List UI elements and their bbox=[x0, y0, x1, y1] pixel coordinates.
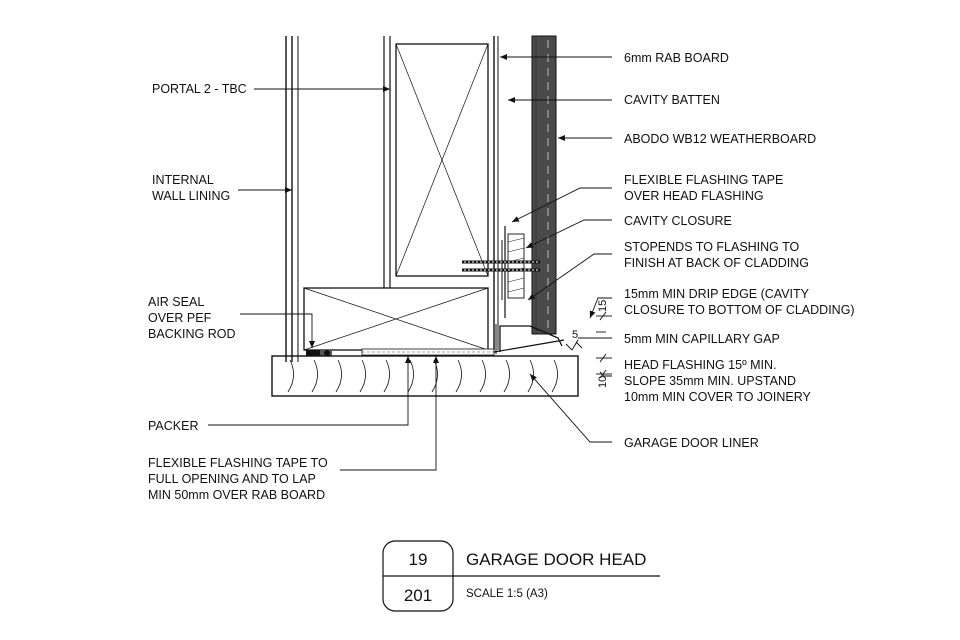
label-capillary-gap: 5mm MIN CAPILLARY GAP bbox=[624, 332, 780, 346]
air-seal bbox=[306, 350, 332, 356]
label-cavity-closure: CAVITY CLOSURE bbox=[624, 214, 732, 228]
label-flex-tape-head-1: FLEXIBLE FLASHING TAPE bbox=[624, 173, 783, 187]
weatherboard-cladding bbox=[531, 35, 557, 335]
fixing-nails bbox=[462, 260, 540, 272]
rab-board bbox=[493, 36, 499, 350]
dimension-10: 10 bbox=[597, 376, 609, 388]
sheet-number: 201 bbox=[404, 586, 432, 605]
label-cavity-batten: CAVITY BATTEN bbox=[624, 93, 720, 107]
drawing-scale: SCALE 1:5 (A3) bbox=[466, 588, 548, 600]
label-drip-edge-2: CLOSURE TO BOTTOM OF CLADDING) bbox=[624, 303, 855, 317]
label-head-flashing-1: HEAD FLASHING 15º MIN. bbox=[624, 358, 777, 372]
detail-number: 19 bbox=[409, 550, 428, 569]
drawing-title: GARAGE DOOR HEAD bbox=[466, 550, 646, 569]
label-head-flashing-3: 10mm MIN COVER TO JOINERY bbox=[624, 390, 812, 404]
label-flex-tape-opening-2: FULL OPENING AND TO LAP bbox=[148, 472, 316, 486]
stud-timber bbox=[395, 43, 489, 277]
lintel-block bbox=[303, 287, 489, 351]
dimension-5: 5 bbox=[572, 329, 578, 341]
packer bbox=[361, 348, 495, 356]
label-weatherboard: ABODO WB12 WEATHERBOARD bbox=[624, 132, 816, 146]
label-flex-tape-opening-3: MIN 50mm OVER RAB BOARD bbox=[148, 488, 325, 502]
dimension-marks bbox=[565, 311, 612, 379]
label-garage-liner: GARAGE DOOR LINER bbox=[624, 436, 759, 450]
label-rab-board: 6mm RAB BOARD bbox=[624, 51, 729, 65]
label-packer: PACKER bbox=[148, 419, 198, 433]
label-stopends-2: FINISH AT BACK OF CLADDING bbox=[624, 256, 809, 270]
label-internal-lining-1: INTERNAL bbox=[152, 173, 214, 187]
label-flex-tape-head-2: OVER HEAD FLASHING bbox=[624, 189, 764, 203]
head-flashing bbox=[493, 324, 565, 354]
label-air-seal-2: OVER PEF bbox=[148, 311, 212, 325]
internal-wall-lining bbox=[285, 36, 299, 362]
label-head-flashing-2: SLOPE 35mm MIN. UPSTAND bbox=[624, 374, 796, 388]
title-block bbox=[382, 540, 660, 612]
portal-frame bbox=[383, 36, 391, 288]
label-drip-edge-1: 15mm MIN DRIP EDGE (CAVITY bbox=[624, 287, 810, 301]
cavity-closure bbox=[507, 233, 525, 299]
label-portal: PORTAL 2 - TBC bbox=[152, 82, 247, 96]
label-air-seal-1: AIR SEAL bbox=[148, 295, 204, 309]
leader-lines bbox=[208, 54, 612, 471]
label-stopends-1: STOPENDS TO FLASHING TO bbox=[624, 240, 800, 254]
dimension-15: 15 bbox=[597, 300, 609, 312]
label-air-seal-3: BACKING ROD bbox=[148, 327, 236, 341]
label-flex-tape-opening-1: FLEXIBLE FLASHING TAPE TO bbox=[148, 456, 328, 470]
label-internal-lining-2: WALL LINING bbox=[152, 189, 230, 203]
